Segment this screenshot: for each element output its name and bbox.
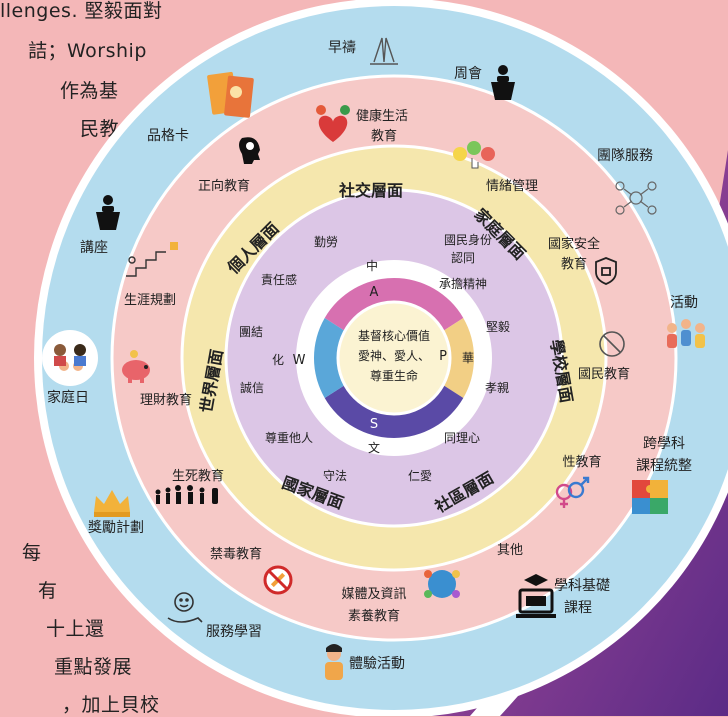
level-social: 社交層面 <box>338 181 403 200</box>
edu-health-1: 健康生活 <box>356 108 408 124</box>
lecture-podium-icon <box>96 195 120 230</box>
bg-text-line: 重點發展 <box>54 656 133 678</box>
bg-text-line: 詰；Worship <box>28 40 147 62</box>
bg-text-line: 十上還 <box>46 618 105 640</box>
speaking-person-icon <box>325 644 343 680</box>
no-sign-icon <box>599 331 625 357</box>
letter-S: S <box>370 417 378 432</box>
act-award: 獎勵計劃 <box>88 520 144 536</box>
act-activity: 活動 <box>670 295 698 311</box>
value-love: 仁愛 <box>408 469 432 483</box>
act-morning-prayer: 早禱 <box>328 40 356 56</box>
act-cross-1: 跨學科 <box>643 436 685 452</box>
puzzle-icon <box>632 480 668 514</box>
act-cross-2: 課程統整 <box>636 458 692 474</box>
edu-security-2: 教育 <box>561 256 587 272</box>
letter-P: P <box>439 349 447 364</box>
brain-head-icon <box>239 137 260 164</box>
value-hua: 華 <box>462 351 474 365</box>
edu-positive: 正向教育 <box>198 178 250 194</box>
bg-text-line: 有 <box>38 580 58 602</box>
edu-health-2: 教育 <box>371 128 397 144</box>
letter-W: W <box>293 353 306 368</box>
bg-text-line: 每 <box>22 542 42 564</box>
family-icon <box>42 330 98 386</box>
podium-icon <box>491 65 515 100</box>
crown-award-icon <box>94 490 130 517</box>
heart-health-icon <box>316 105 350 142</box>
act-subject-1: 學科基礎 <box>554 577 610 594</box>
gender-icon <box>555 476 590 508</box>
act-team-service: 團隊服務 <box>597 148 653 164</box>
piggy-bank-icon <box>122 350 150 383</box>
center-line2: 愛神、愛人、 <box>358 349 430 363</box>
value-perseverance: 堅毅 <box>486 319 510 334</box>
value-national-identity: 國民身份 <box>444 232 492 247</box>
edu-other: 其他 <box>497 543 523 558</box>
value-national-identity-2: 認同 <box>451 250 475 265</box>
value-commitment: 承擔精神 <box>439 277 487 291</box>
bg-text-line: 民教 <box>80 118 120 140</box>
edu-sex: 性教育 <box>562 454 601 470</box>
kids-activity-icon <box>667 319 705 348</box>
bg-text-line: 作為基 <box>60 80 119 102</box>
value-wen: 文 <box>368 440 380 455</box>
bg-text-line: ，加上貝校 <box>62 694 160 716</box>
act-card: 品格卡 <box>147 128 189 144</box>
act-family-day: 家庭日 <box>47 389 89 406</box>
edu-drug: 禁毒教育 <box>210 546 262 562</box>
value-law-abiding: 守法 <box>323 469 347 483</box>
value-diligence: 勤勞 <box>314 235 338 249</box>
family-silhouette-icon <box>155 485 218 504</box>
group-network-icon <box>615 181 657 215</box>
act-subject-2: 課程 <box>564 600 592 616</box>
hand-smile-icon <box>167 592 203 623</box>
media-globe-icon <box>424 570 460 598</box>
edu-emotion: 情緒管理 <box>486 179 538 194</box>
act-service-learning: 服務學習 <box>206 624 262 640</box>
center-circle <box>336 300 452 416</box>
shield-icon <box>595 257 617 285</box>
praying-hands-icon <box>370 37 398 65</box>
bg-text-line: llenges. 堅毅面對 <box>0 0 163 22</box>
value-filial: 孝親 <box>485 381 509 395</box>
emoji-faces-icon <box>453 141 495 169</box>
value-unity: 團結 <box>239 325 263 339</box>
edu-media-2: 素養教育 <box>348 608 400 624</box>
value-hua2: 化 <box>272 353 284 367</box>
value-responsibility: 責任感 <box>261 272 297 287</box>
edu-finance: 理財教育 <box>140 392 192 408</box>
value-respect: 尊重他人 <box>265 430 313 445</box>
value-zhong: 中 <box>366 258 378 273</box>
edu-life-death: 生死教育 <box>172 468 224 484</box>
center-title: 基督核心價值 <box>358 328 430 343</box>
edu-national: 國民教育 <box>578 366 630 382</box>
edu-media-1: 媒體及資訊 <box>341 587 406 602</box>
letter-A: A <box>370 285 379 300</box>
value-empathy: 同理心 <box>444 431 480 445</box>
value-integrity: 誠信 <box>240 381 264 395</box>
character-card-icon <box>207 71 254 118</box>
career-stairs-icon <box>126 242 178 277</box>
edu-security-1: 國家安全 <box>548 236 600 252</box>
act-lecture: 講座 <box>80 240 108 256</box>
act-experience: 體驗活動 <box>349 656 405 672</box>
computer-icon <box>516 574 556 618</box>
center-line3: 尊重生命 <box>370 368 418 383</box>
edu-career: 生涯規劃 <box>124 293 176 308</box>
act-assembly: 周會 <box>454 66 482 82</box>
no-drugs-icon <box>263 565 293 595</box>
